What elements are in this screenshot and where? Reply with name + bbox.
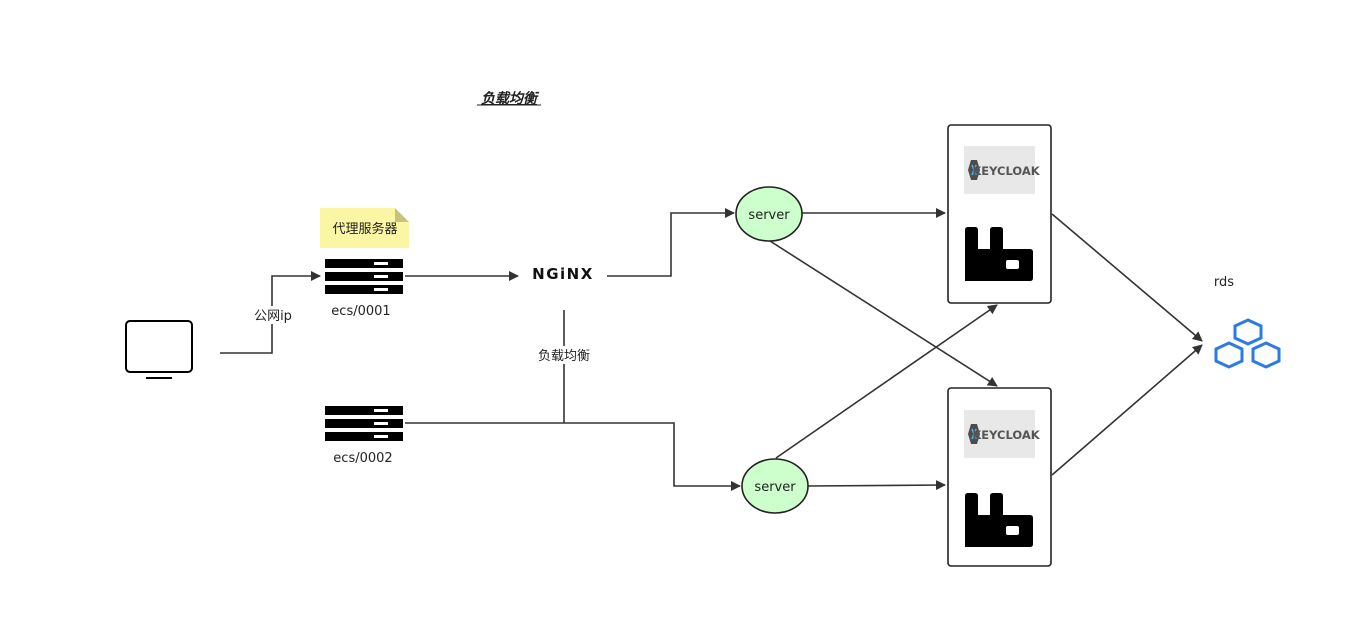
edge-server2-to-box2 [807, 480, 946, 491]
server-node-1 [735, 186, 803, 242]
server-rack-icon [325, 406, 403, 441]
edge-nginx-to-server1 [607, 208, 735, 277]
load-balance-label: 负载均衡 [538, 349, 590, 364]
nginx-logo: NGiNX [532, 265, 594, 283]
keycloak-logo-text: KEYCLOAK [972, 428, 1040, 442]
server-node-2-label: server [754, 480, 796, 495]
proxy-server-label: 代理服务器 [332, 221, 397, 237]
rds-label: rds [1214, 275, 1234, 290]
ecs-0001-label: ecs/0001 [331, 304, 390, 319]
rds-icon [1214, 318, 1281, 369]
proxy-server-note [320, 208, 409, 248]
edge-box1-to-rds [1051, 213, 1203, 342]
edge-box2-to-rds [1051, 344, 1203, 476]
keycloak-logo [964, 410, 1035, 458]
edge-server2-to-box1 [775, 304, 998, 459]
ecs-0002-label: ecs/0002 [333, 451, 392, 466]
public-ip-label-bg [252, 306, 294, 324]
rabbitmq-icon [965, 493, 1033, 547]
server-node-2 [741, 458, 809, 514]
server-node-1-label: server [748, 208, 790, 223]
server-rack-icon [325, 259, 403, 294]
edge-ecs2-to-server2 [405, 422, 741, 491]
keycloak-logo-text: KEYCLOAK [972, 164, 1040, 178]
load-balance-label-bg [534, 346, 594, 364]
edge-server1-to-box2 [769, 240, 998, 387]
monitor-icon [125, 320, 193, 379]
keycloak-logo [964, 146, 1035, 194]
rabbitmq-icon [965, 227, 1033, 281]
diagram-title: 负载均衡 [481, 90, 540, 107]
public-ip-label: 公网ip [254, 309, 292, 324]
